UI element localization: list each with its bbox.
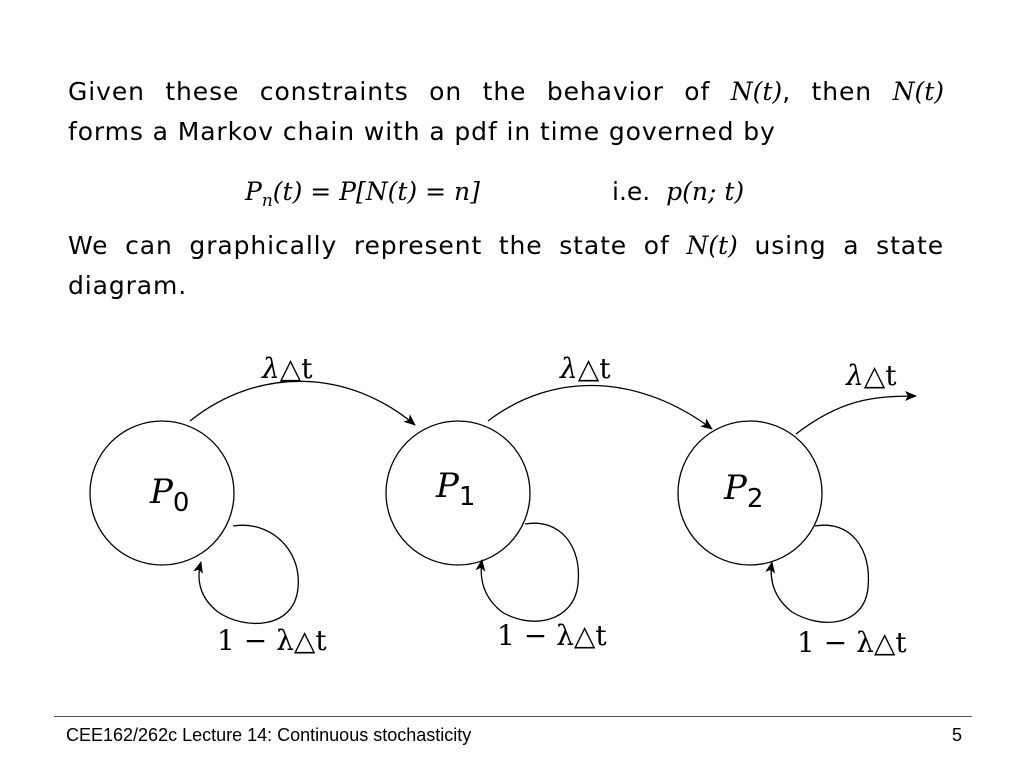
self-loop-label-p2: 1 − λ△t — [797, 626, 907, 659]
eq-subscript-n: n — [261, 191, 273, 211]
forward-label-0: λ△t — [261, 352, 313, 385]
transition-p2-next — [795, 391, 917, 435]
forward-label-1: λ△t — [559, 352, 611, 385]
transition-p0-p1 — [189, 380, 416, 426]
footer-page-number: 5 — [951, 725, 962, 745]
eq-p-symbol: P — [245, 177, 262, 206]
state-circle-p2 — [677, 420, 823, 566]
state-circle-p1 — [385, 420, 531, 566]
state-paragraph-line-1: We can graphically represent the state o… — [68, 226, 944, 266]
state-diagram: P0 P1 P2 λ△t λ△t λ△t 1 − λ△t 1 − λ△t 1 −… — [89, 352, 917, 659]
math-n-of-t-3: N(t) — [686, 231, 738, 260]
ie-label: i.e. — [612, 177, 651, 206]
math-n-of-t-2: N(t) — [892, 77, 944, 106]
state-paragraph-line-2: diagram. — [68, 271, 188, 300]
intro-paragraph-line-2: forms a Markov chain with a pdf in time … — [68, 117, 776, 146]
state-label-p0: P0 — [149, 472, 189, 518]
eq-rest: (t) = P[N(t) = n] — [272, 177, 480, 206]
ie-expression: i.e. p(n; t) — [612, 172, 744, 212]
self-loop-p1 — [475, 522, 580, 622]
intro-paragraph-line-1: Given these constraints on the behavior … — [68, 72, 944, 112]
self-loop-p2 — [765, 524, 870, 623]
state-text: We can graphically represent the state o… — [68, 231, 670, 260]
ie-math: p(n; t) — [666, 177, 745, 206]
state-label-p1: P1 — [435, 466, 475, 512]
state-circle-p0 — [89, 420, 235, 566]
self-loop-label-p0: 1 − λ△t — [217, 624, 327, 657]
intro-text: Given these constraints on the behavior … — [68, 77, 711, 106]
footer-rule — [54, 716, 972, 717]
math-n-of-t: N(t) — [730, 77, 783, 106]
footer-course-title: CEE162/262c Lecture 14: Continuous stoch… — [66, 725, 472, 745]
self-loop-label-p1: 1 − λ△t — [497, 619, 607, 652]
forward-label-2: λ△t — [845, 359, 897, 392]
self-loop-p0 — [193, 524, 299, 625]
intro-text-then: , then — [782, 77, 873, 106]
transition-p1-p2 — [487, 384, 713, 430]
state-text-end: using a state — [754, 231, 944, 260]
pdf-equation: Pn(t) = P[N(t) = n] — [245, 172, 480, 221]
state-label-p2: P2 — [723, 468, 763, 514]
